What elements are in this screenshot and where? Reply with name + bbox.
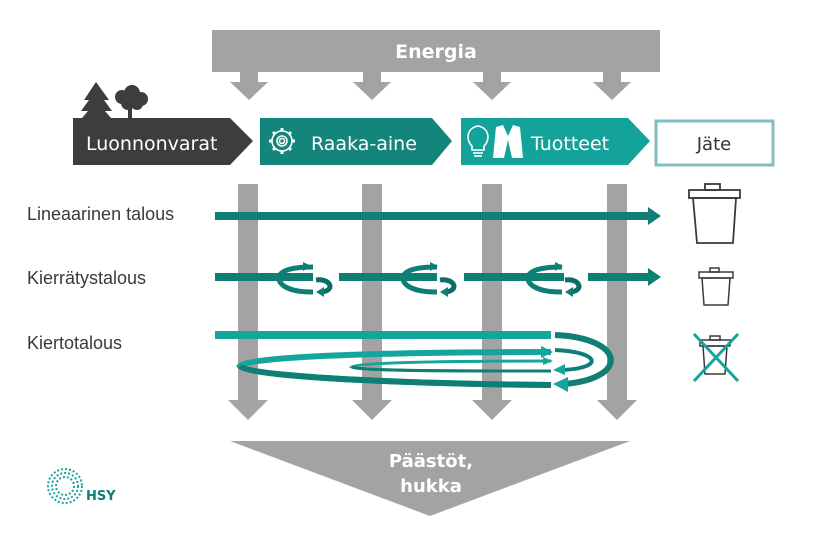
energy-arrow-4 xyxy=(593,72,631,100)
energy-arrow-2 xyxy=(353,72,391,100)
hsy-logo-text: HSY xyxy=(86,489,116,504)
trash-bin-small-icon xyxy=(698,267,734,306)
linear-economy-flow xyxy=(215,207,661,225)
lightbulb-icon xyxy=(467,125,489,157)
energy-bar xyxy=(212,30,660,72)
stage-products: Tuotteet xyxy=(461,118,650,165)
row-label-recycling-economy: Kierrätystalous xyxy=(27,268,147,288)
hsy-logo-icon xyxy=(47,468,83,504)
stage-label-products: Tuotteet xyxy=(530,133,609,155)
row-label-circular-economy: Kiertotalous xyxy=(27,333,123,353)
energy-label: Energia xyxy=(395,41,477,63)
emissions-waste-output: Päästöt, hukka xyxy=(230,441,630,516)
recycle-loop-icon-3 xyxy=(525,262,582,297)
circular-economy-flow xyxy=(215,331,614,392)
stage-output-arrows xyxy=(228,184,637,420)
energy-input: Energia xyxy=(212,30,660,100)
emissions-label-line2: hukka xyxy=(400,476,462,497)
trash-bin-large-icon xyxy=(688,183,741,244)
recycle-loop-icon-1 xyxy=(276,262,333,297)
hsy-logo: HSY xyxy=(47,468,116,504)
output-arrow-2 xyxy=(352,184,392,420)
output-arrow-4 xyxy=(597,184,637,420)
trees-icon xyxy=(81,82,148,119)
emissions-label-line1: Päästöt, xyxy=(389,451,473,472)
gear-icon xyxy=(269,128,295,154)
stage-label-natural-resources: Luonnonvarat xyxy=(86,133,217,155)
jacket-icon xyxy=(493,125,523,158)
stage-natural-resources: Luonnonvarat xyxy=(73,118,253,165)
stage-label-waste: Jäte xyxy=(696,134,731,155)
recycle-loop-icon-2 xyxy=(400,262,457,297)
stage-raw-material: Raaka-aine xyxy=(260,118,452,165)
trash-bin-crossed-icon xyxy=(692,332,740,383)
energy-arrow-3 xyxy=(473,72,511,100)
stage-label-raw-material: Raaka-aine xyxy=(311,133,417,155)
stage-waste: Jäte xyxy=(654,119,775,167)
row-label-linear-economy: Lineaarinen talous xyxy=(27,204,175,224)
energy-arrow-1 xyxy=(230,72,268,100)
recycling-economy-flow xyxy=(215,262,661,297)
